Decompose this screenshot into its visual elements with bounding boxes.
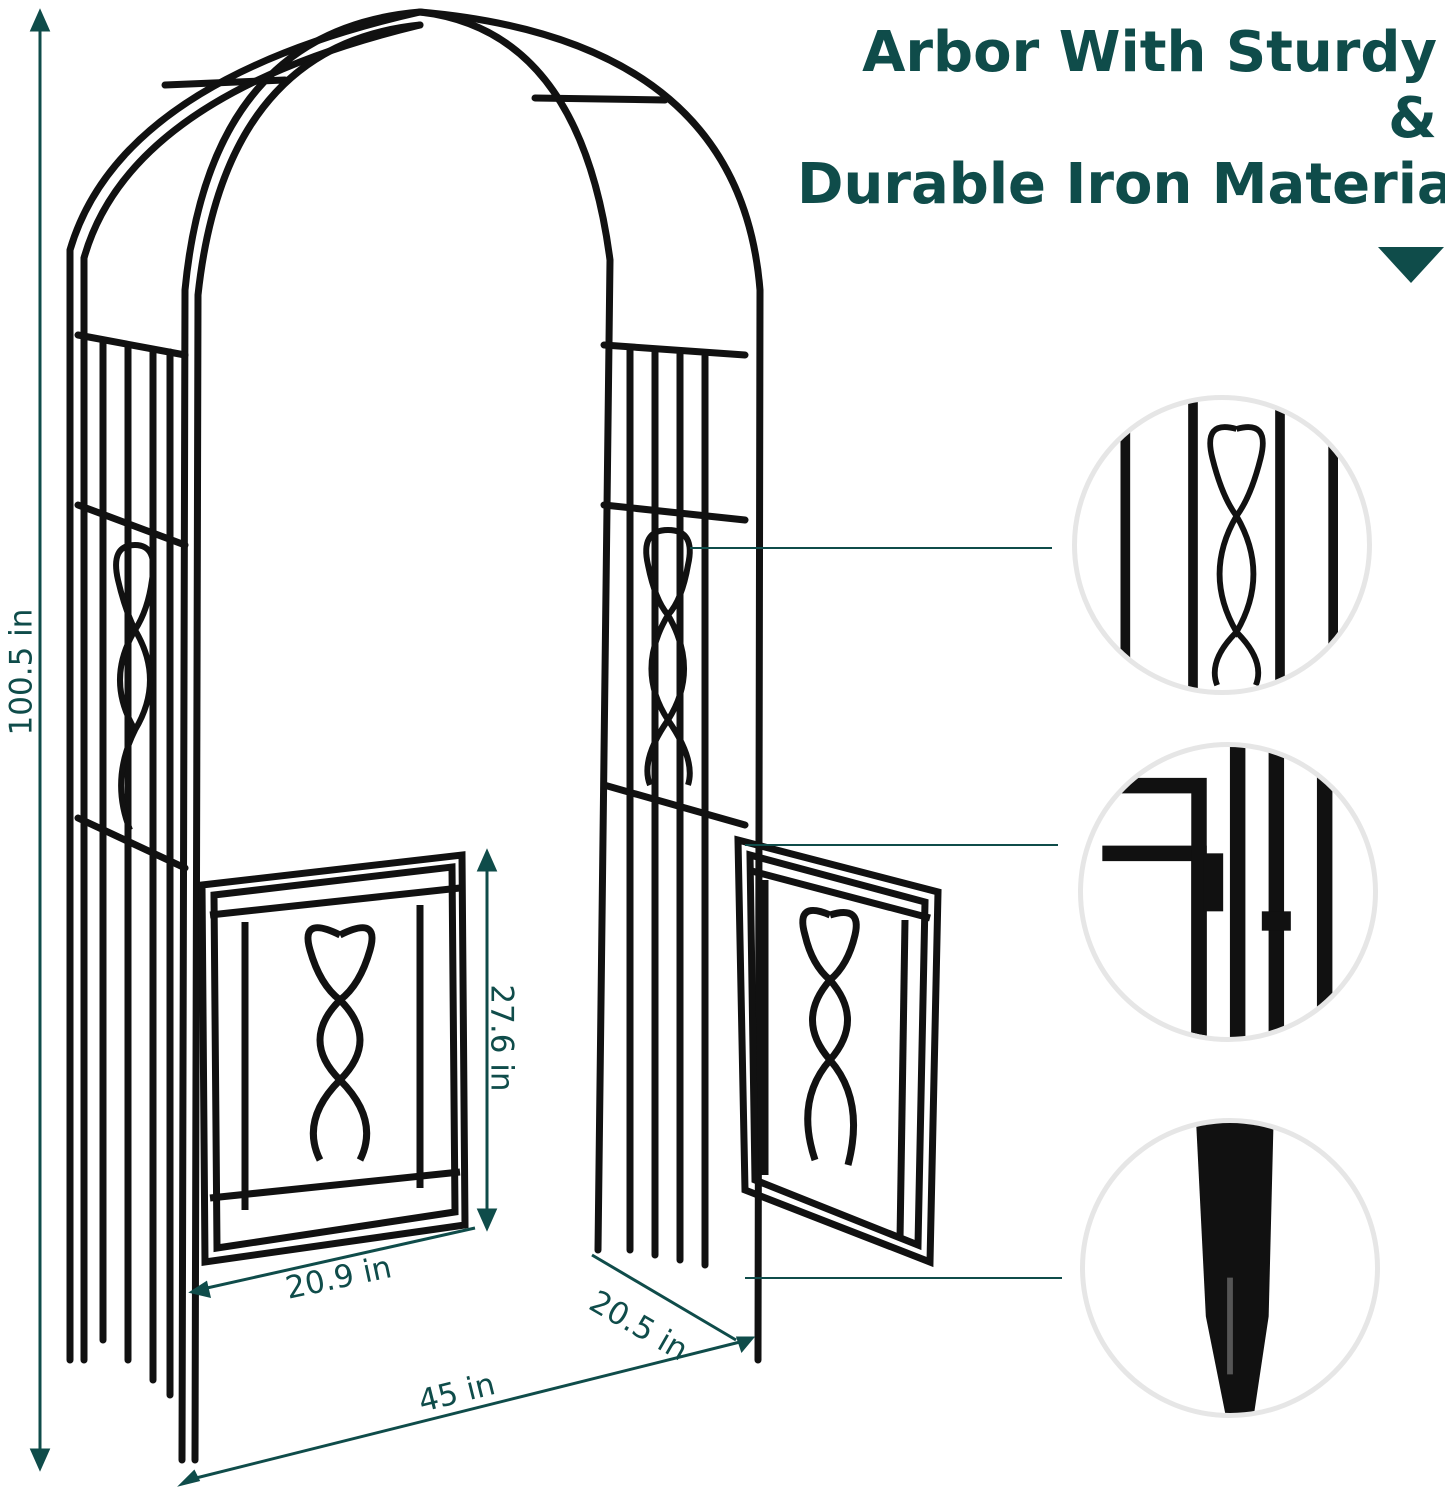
arrow-down-icon (1378, 247, 1444, 283)
headline: Arbor With Sturdy & Durable Iron Materia… (797, 20, 1445, 218)
height-dimension-label: 100.5 in (3, 608, 40, 736)
gate-hinge-detail-icon (1078, 742, 1378, 1042)
gate-height-dimension-label: 27.6 in (483, 984, 520, 1092)
ground-stake-detail-icon (1080, 1118, 1380, 1418)
headline-line-3: Durable Iron Material (797, 152, 1445, 217)
headline-line-2: & (1388, 86, 1437, 151)
scroll-pattern-detail-icon (1072, 395, 1372, 695)
front-arch-frame (178, 8, 614, 1464)
headline-line-1: Arbor With Sturdy (862, 20, 1437, 85)
